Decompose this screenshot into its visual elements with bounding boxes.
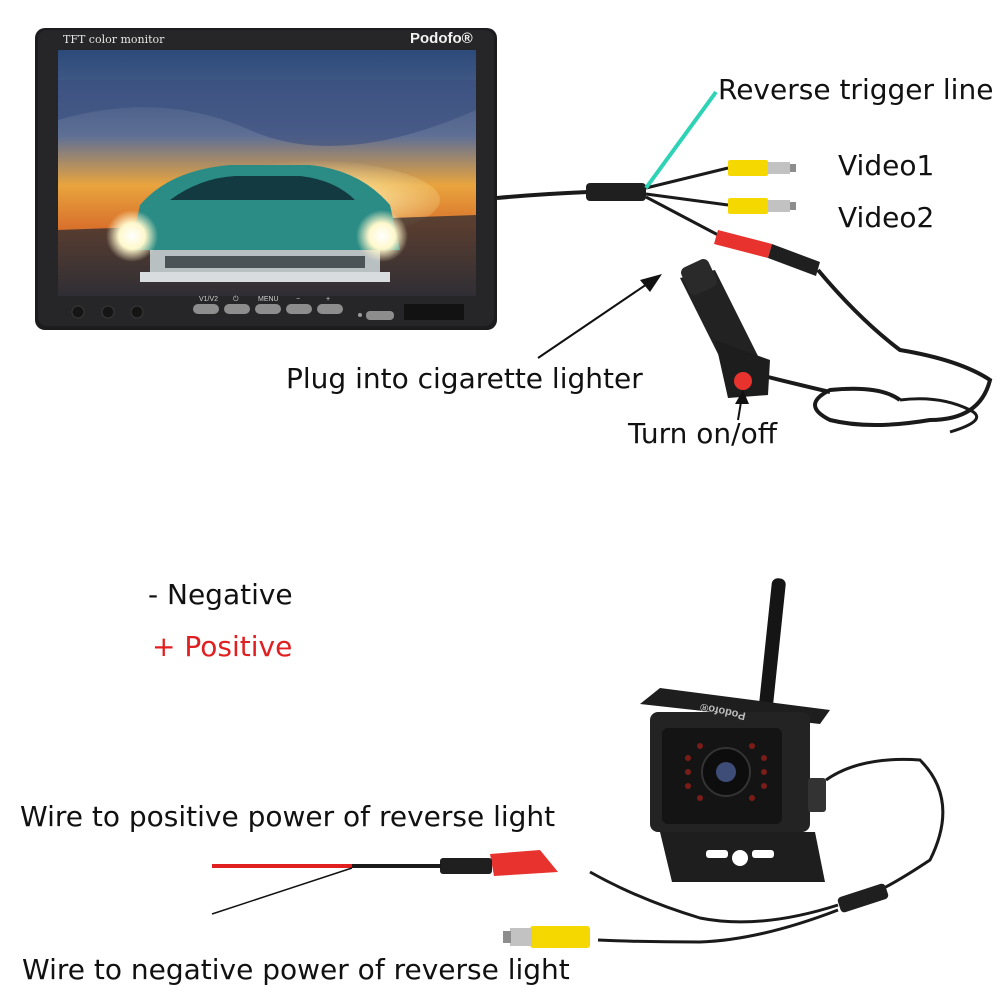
power-label: ⏻ (233, 296, 239, 303)
tft-monitor (35, 28, 497, 330)
onoff-switch[interactable] (734, 372, 752, 390)
negative-label: - Negative (148, 578, 293, 611)
camera-cable (211, 757, 945, 948)
plus-label: + (326, 296, 331, 303)
monitor-brand-logo: Podofo® (410, 30, 473, 47)
arrow-to-switch (735, 390, 749, 421)
video1-label: Video1 (838, 149, 935, 182)
menu-label: MENU (258, 296, 279, 303)
turn-onoff-label: Turn on/off (628, 417, 777, 450)
monitor-button-power[interactable] (224, 304, 250, 314)
v1v2-label: V1/V2 (199, 296, 219, 303)
monitor-button-plus[interactable] (317, 304, 343, 314)
monitor-screen (58, 50, 476, 296)
video2-connector (728, 198, 796, 214)
monitor-cable (496, 160, 993, 434)
monitor-title: TFT color monitor (63, 33, 165, 46)
backup-camera (640, 578, 830, 882)
video1-connector (728, 160, 796, 176)
plug-lighter-label: Plug into cigarette lighter (286, 362, 643, 395)
camera-power-connector (440, 850, 558, 876)
reverse-trigger-line (644, 90, 718, 190)
monitor-button-menu[interactable] (255, 304, 281, 314)
cigarette-lighter-plug (680, 259, 770, 398)
wire-positive-label: Wire to positive power of reverse light (20, 800, 556, 833)
minus-label: − (296, 296, 301, 303)
power-connector (714, 230, 820, 276)
wire-negative-label: Wire to negative power of reverse light (22, 953, 570, 986)
monitor-button-minus[interactable] (286, 304, 312, 314)
arrow-to-plug (537, 274, 662, 359)
monitor-button-v1v2[interactable] (193, 304, 219, 314)
positive-label: + Positive (152, 630, 293, 663)
car-image (106, 165, 408, 282)
video2-label: Video2 (838, 201, 935, 234)
camera-video-connector (503, 926, 590, 948)
reverse-trigger-label: Reverse trigger line (718, 73, 994, 106)
